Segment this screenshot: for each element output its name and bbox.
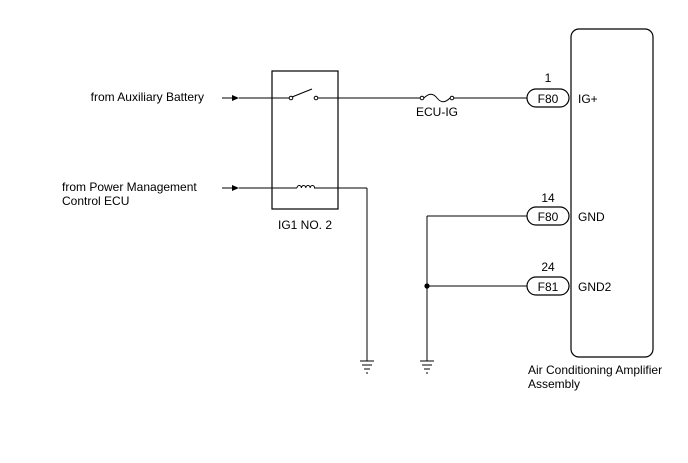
relay-label: IG1 NO. 2	[278, 218, 332, 232]
terminal-label: IG+	[578, 92, 598, 106]
coil-ground-wire	[338, 187, 368, 361]
connector-badge	[526, 276, 570, 296]
connector-id: F80	[538, 210, 559, 224]
relay-switch-icon	[272, 88, 338, 101]
pm-ecu-label-line2: Control ECU	[62, 194, 129, 208]
connector-pin-14: 14 F80 GND	[526, 191, 605, 226]
amplifier-name-line2: Assembly	[528, 377, 580, 391]
fuse-icon	[419, 93, 455, 103]
pm-ecu-label-line1: from Power Management	[62, 180, 197, 194]
connector-pin-24: 24 F81 GND2	[526, 260, 612, 296]
wire-junction-dot	[424, 283, 430, 289]
pin-number: 24	[541, 260, 555, 274]
connector-id: F80	[538, 92, 559, 106]
ground-icon	[360, 360, 374, 374]
connector-badge	[526, 206, 570, 226]
pin-number: 1	[545, 71, 552, 85]
connector-id: F81	[538, 280, 559, 294]
aux-battery-arrow-icon	[222, 95, 239, 101]
fuse-label: ECU-IG	[416, 105, 458, 119]
amplifier-box	[570, 28, 654, 358]
connector-badge	[526, 88, 570, 108]
relay-coil-icon	[272, 185, 338, 189]
pm-ecu-arrow-icon	[222, 185, 239, 191]
relay-ig1-no2: IG1 NO. 2	[271, 70, 339, 232]
amplifier-name-line1: Air Conditioning Amplifier	[528, 363, 662, 377]
connector-pin-1: 1 F80 IG+	[526, 71, 598, 108]
ground-icon	[420, 360, 434, 374]
pin-number: 14	[541, 191, 555, 205]
aux-battery-label: from Auxiliary Battery	[91, 90, 204, 104]
gnd-wire	[426, 215, 527, 361]
terminal-label: GND2	[578, 280, 612, 294]
terminal-label: GND	[578, 210, 605, 224]
